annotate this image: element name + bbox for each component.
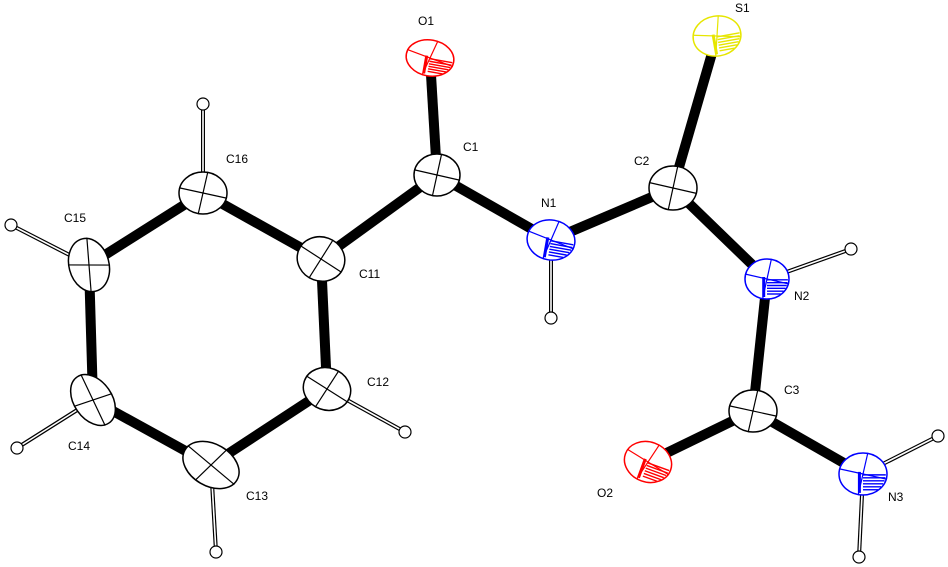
atom-n3 <box>838 452 888 496</box>
atom-c16 <box>178 171 228 215</box>
atom-label-c14: C14 <box>68 439 91 453</box>
atom-o1 <box>405 39 455 77</box>
atom-o2 <box>623 440 673 484</box>
atom-c14 <box>69 373 117 427</box>
hydrogen-atom <box>196 97 210 111</box>
atom-label-n2: N2 <box>794 289 810 303</box>
atom-label-c2: C2 <box>634 154 650 168</box>
atom-c3 <box>728 389 778 433</box>
atom-c1 <box>413 153 461 197</box>
hydrogen-atom <box>844 242 858 256</box>
atom-label-o2: O2 <box>597 486 614 500</box>
bond-s1-c2 <box>668 34 722 190</box>
hydrogen-atom <box>544 311 558 325</box>
atom-n1 <box>526 219 576 261</box>
bond-n2-c3 <box>748 278 772 412</box>
bond-c1-c11 <box>318 170 440 264</box>
hydrogen-atom <box>209 545 223 559</box>
hydrogen-atom <box>852 550 866 564</box>
atom-label-n3: N3 <box>888 490 904 504</box>
hydrogen-atom <box>4 218 18 232</box>
atom-label-n1: N1 <box>541 196 557 210</box>
atom-s1 <box>692 15 742 57</box>
atom-label-c3: C3 <box>784 383 800 397</box>
hydrogen-atom <box>931 429 945 443</box>
atom-label-c15: C15 <box>64 211 87 225</box>
atom-c15 <box>67 237 111 293</box>
atom-c13 <box>182 440 240 490</box>
atom-label-c11: C11 <box>359 267 381 281</box>
atom-c11 <box>296 236 346 282</box>
bond-c12-c13 <box>208 384 330 470</box>
atom-label-o1: O1 <box>418 14 435 28</box>
atom-c12 <box>302 366 352 412</box>
atom-n2 <box>744 258 790 300</box>
atom-c2 <box>648 165 698 211</box>
hydrogen-atom <box>10 441 24 455</box>
atom-label-c12: C12 <box>367 375 390 389</box>
atom-label-c1: C1 <box>463 140 479 154</box>
hydrogen-atom <box>398 425 412 439</box>
atom-label-c13: C13 <box>246 489 269 503</box>
atom-label-s1: S1 <box>735 1 750 15</box>
atom-label-c16: C16 <box>226 152 249 166</box>
